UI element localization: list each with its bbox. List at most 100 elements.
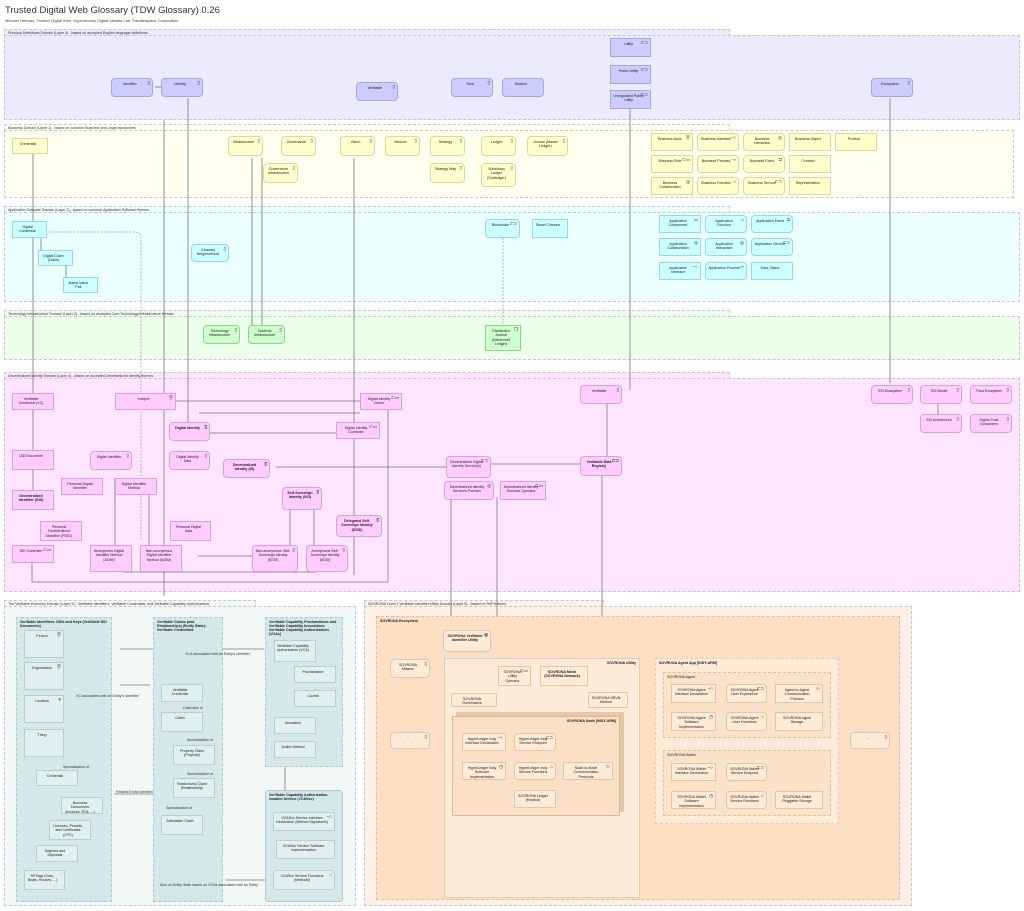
palette-application-process[interactable]: Application Process⇨ bbox=[705, 262, 747, 280]
palette-application-collaboration[interactable]: Application Collaboration◎ bbox=[659, 238, 701, 256]
palette-application-event[interactable]: Application Event⊐ bbox=[751, 215, 793, 233]
digital-trust-ecosystem-element[interactable]: Digital Trust Ecosystem▯ bbox=[970, 414, 1012, 433]
palette-business-service[interactable]: Business Service⊂⊃ bbox=[743, 177, 785, 195]
placeholder-right-element[interactable]: ...▯ bbox=[850, 732, 890, 749]
credential-l5-element[interactable]: Credential bbox=[36, 770, 78, 786]
palette-application-interaction[interactable]: Application Interaction◎ bbox=[705, 238, 747, 256]
decentralized-identifier-element[interactable]: Decentralized Identifier (DID) bbox=[12, 490, 54, 510]
action-method-element[interactable]: Action Method bbox=[274, 741, 316, 758]
location-element[interactable]: Location⌾ bbox=[24, 695, 64, 723]
trust-element[interactable]: Trust▯ bbox=[451, 78, 493, 97]
governance-element[interactable]: Governance▯ bbox=[281, 136, 316, 156]
palette-business-function[interactable]: Business Function⌂ bbox=[697, 177, 739, 195]
palette-business-object[interactable]: Business Object bbox=[789, 133, 831, 151]
assi-element[interactable]: Anonymous Self-Sovereign Identity (ASSI)… bbox=[306, 545, 348, 572]
utility-element[interactable]: Utility⊂⊃ bbox=[610, 38, 651, 57]
palette-business-interaction[interactable]: Business Interaction◎ bbox=[743, 133, 785, 151]
palette-representation[interactable]: Representation bbox=[789, 177, 831, 195]
palette-application-function[interactable]: Application Function⌂ bbox=[705, 215, 747, 233]
nssi-element[interactable]: Non-anonymous Self-Sovereign Identity (N… bbox=[252, 545, 298, 572]
self-sovereign-identity-element[interactable]: Self-Sovereign Identity (SSI)▯ bbox=[282, 487, 322, 510]
glossary-neighborhood-element[interactable]: Glossary Neighborhood▯ bbox=[191, 244, 229, 262]
sovrona-mission-element[interactable]: SOVRONA Mission▯ bbox=[390, 659, 430, 678]
verifiable-credential-element[interactable]: Verifiable Credential (VC) bbox=[12, 393, 54, 410]
vcasvc-interface-element[interactable]: VCASvc Service Interface Declaration (Me… bbox=[273, 812, 335, 831]
trust-ecosystem-element[interactable]: Trust Ecosystem▯ bbox=[970, 385, 1012, 404]
sovrona-ledger-element[interactable]: SOVRONA Ledger (Replica) bbox=[514, 790, 556, 808]
subledger-element[interactable]: Subsidiary Ledger (Subledger)▯ bbox=[481, 163, 516, 187]
ndim-element[interactable]: Non-anonymous Digital Identifier Method … bbox=[140, 545, 182, 572]
palette-business-collaboration[interactable]: Business Collaboration◎ bbox=[651, 177, 693, 195]
digital-identifier-element[interactable]: Digital Identifier▯ bbox=[90, 451, 132, 470]
lpc-element[interactable]: Licenses, Permits, and Certificates (LPC… bbox=[49, 820, 91, 840]
technology-infrastructure-element[interactable]: Technology Infrastructure▯ bbox=[203, 325, 240, 344]
digital-identity-data-element[interactable]: Digital Identity Data▯ bbox=[169, 451, 210, 470]
did-controller-element[interactable]: DID Controller⊂▭ bbox=[12, 545, 54, 563]
ssi-architecture-element[interactable]: SSI Architecture▯ bbox=[920, 414, 962, 433]
verifiable-credential-l5-element[interactable]: Verifiable Credential bbox=[161, 684, 203, 702]
sovrona-srvn-element[interactable]: SOVRONA SRVN Method bbox=[588, 692, 628, 708]
digital-identity-owner-element[interactable]: Digital Identity Owner⊂▭ bbox=[360, 393, 402, 410]
unregulated-public-utility-element[interactable]: Unregulated Public Utility⊂⊃ bbox=[610, 90, 651, 109]
palette-product[interactable]: Product bbox=[835, 133, 877, 151]
a2a-protocol-element[interactable]: Agent-to-Agent Communication Protocol⚇ bbox=[775, 684, 823, 703]
sovrona-vid-utility-element[interactable]: SOVRONA Verifiable Identifier Utility◎ bbox=[443, 630, 491, 652]
palette-application-service[interactable]: Application Service⊂⊃ bbox=[751, 238, 793, 256]
palette-contract[interactable]: Contract bbox=[789, 155, 831, 173]
public-utility-element[interactable]: Public Utility⊂⊃ bbox=[610, 65, 651, 84]
wallet-endpoint-element[interactable]: SOVRONA Wallet Service Endpoint⊂⊃ bbox=[726, 763, 767, 781]
relationship-claim-element[interactable]: Relationship Claim (Relationship) bbox=[173, 778, 215, 798]
hl-interface-element[interactable]: HyperLedger Indy Interface Declaration–○ bbox=[462, 733, 506, 751]
governance-infrastructure-element[interactable]: Governance Infrastructure▯ bbox=[263, 163, 298, 183]
personal-digital-data-element[interactable]: Personal Digital Data bbox=[170, 521, 211, 541]
degrees-element[interactable]: Degrees and Diplomas bbox=[36, 845, 78, 862]
journal-element[interactable]: Journal (Master Ledger)▯ bbox=[527, 136, 568, 156]
business-documents-element[interactable]: Business Documents (Invoices, POs, ...) bbox=[61, 797, 103, 814]
proclamation-element[interactable]: Proclamation bbox=[294, 666, 336, 683]
placeholder-left-element[interactable]: ...▯ bbox=[390, 732, 430, 749]
hl-functions-element[interactable]: HyperLedger Indy Service Functions⌂ bbox=[514, 762, 556, 780]
palette-business-interface[interactable]: Business Interface–○ bbox=[697, 133, 739, 151]
smart-contract-element[interactable]: Smart Contract bbox=[532, 219, 568, 238]
vcasvc-functions-element[interactable]: VCASvc Service Functions (Methods)⌂ bbox=[273, 870, 335, 890]
mission-element[interactable]: Mission▯ bbox=[385, 136, 420, 156]
strategy-map-element[interactable]: Strategy Map▯ bbox=[430, 163, 465, 183]
digital-identity-element[interactable]: Digital Identity▯ bbox=[169, 422, 210, 441]
agent-ux-element[interactable]: SOVRONA Agent User Experience⊂⊃ bbox=[726, 684, 767, 703]
services-operator-element[interactable]: Decentralized Identity Services Operator… bbox=[500, 481, 546, 500]
wallet-interface-element[interactable]: SOVRONA Wallet Interface Declaration–○ bbox=[671, 763, 716, 781]
invocation-element[interactable]: Invocation bbox=[274, 717, 316, 734]
agent-implementation-element[interactable]: SOVRONA Agent Software Implementation◷ bbox=[671, 712, 716, 731]
thing-element[interactable]: Thing bbox=[24, 729, 64, 757]
services-provider-element[interactable]: Decentralized Identity Services Provider… bbox=[444, 481, 494, 500]
distributed-journal-element[interactable]: Distributed Journal (Distributed Ledger)… bbox=[485, 325, 521, 351]
palette-business-event[interactable]: Business Event⊐ bbox=[743, 155, 785, 173]
vcasvc-implementation-element[interactable]: VCASvc Service Software Implementation bbox=[276, 840, 335, 859]
wallet-implementation-element[interactable]: SOVRONA Wallet Software Implementation◷ bbox=[671, 791, 716, 809]
ecosystem-element[interactable]: Ecosystem▯ bbox=[871, 78, 913, 97]
adim-element[interactable]: Anonymous Digital Identifier Method (ADI… bbox=[90, 545, 132, 572]
caveat-element[interactable]: Caveat bbox=[294, 690, 336, 707]
sovrona-operator-element[interactable]: SOVRONA Utility Operator⊂▭ bbox=[498, 666, 531, 686]
hl-implementation-element[interactable]: HyperLedger Indy Software Implementation… bbox=[462, 762, 506, 780]
nftags-element[interactable]: NFTags (Cars, Boats, Houses, ...) bbox=[24, 870, 65, 890]
strategy-element[interactable]: Strategy▯ bbox=[430, 136, 465, 156]
identifier-element[interactable]: Identifier▯ bbox=[111, 78, 153, 97]
decentralized-identity-element[interactable]: Decentralized Identity (DI)▯ bbox=[223, 459, 270, 478]
sovrona-sgf-element[interactable]: SOVRONA Governance Framework (SGF) bbox=[451, 693, 497, 707]
blockchain-element[interactable]: Blockchain⊂⊃ bbox=[485, 219, 520, 238]
digital-credential-element[interactable]: Digital Credential bbox=[12, 221, 47, 238]
verifiable-element[interactable]: Verifiable▯ bbox=[356, 82, 398, 101]
agent-functions-element[interactable]: SOVRONA Agent User Functions⌂ bbox=[726, 712, 767, 731]
palette-data-object[interactable]: Data Object bbox=[751, 262, 793, 280]
digital-claim-element[interactable]: Digital Claim (Claim) bbox=[38, 250, 73, 266]
agent-interface-element[interactable]: SOVRONA Agent Interface Declaration–○ bbox=[671, 684, 716, 703]
personal-digital-identifier-element[interactable]: Personal Digital Identifier bbox=[61, 478, 103, 495]
attestation-claim-element[interactable]: Attestation Claim bbox=[161, 815, 203, 835]
palette-business-role[interactable]: Business Role⊂▭ bbox=[651, 155, 693, 173]
digital-identifier-method-element[interactable]: Digital Identifier Method bbox=[115, 478, 157, 495]
